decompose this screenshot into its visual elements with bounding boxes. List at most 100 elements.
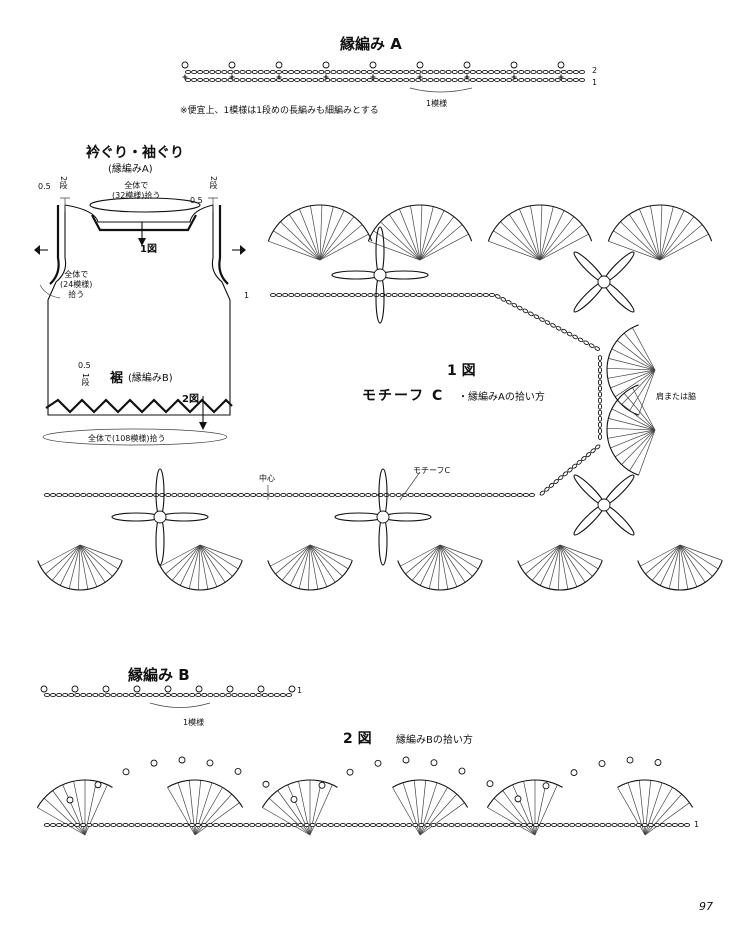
figure1-bottom-fan <box>559 544 599 570</box>
left-rows: 2段 <box>59 176 68 190</box>
figure1-top-fan <box>487 204 593 242</box>
figure2-row1 <box>653 822 660 828</box>
edging-a-row1-chain <box>433 77 440 83</box>
right-measure: 0.5 <box>190 196 203 205</box>
figure1-bottom-fan <box>679 544 689 590</box>
edging-a-row1-chain <box>536 77 543 83</box>
figure1-bottom-fan <box>199 544 233 577</box>
figure1-bottom-fan <box>198 544 201 590</box>
figure1-bottom-row1 <box>201 492 208 498</box>
figure1-diagonal-upper <box>577 337 584 343</box>
figure1-top-fan <box>419 210 445 261</box>
figure1-bottom-fan <box>199 544 226 583</box>
figure2-fan <box>194 802 240 836</box>
figure2-fan <box>644 782 663 836</box>
figure2-row1 <box>623 822 630 828</box>
figure2-row1 <box>442 822 449 828</box>
edging-a-row2-chain <box>306 69 313 75</box>
figure2-fan <box>644 793 683 836</box>
motif-c <box>373 268 387 282</box>
figure2-row1 <box>92 822 99 828</box>
figure1-diagonal-lower <box>590 448 596 454</box>
figure1-top-row1 <box>416 292 422 298</box>
figure1-top-row1 <box>330 292 337 298</box>
figure1-diagonal-lower <box>548 482 555 488</box>
figure2-fan <box>167 787 196 836</box>
edging-a-row2-chain <box>354 69 361 75</box>
figure1-diagonal-upper <box>500 297 507 302</box>
figure1-side-vertical <box>597 433 603 440</box>
edging-a-row2-chain <box>282 69 288 75</box>
edging-b-chain <box>225 692 232 698</box>
figure1-bottom-fan <box>559 544 586 583</box>
figure1-bottom-fan <box>157 560 243 591</box>
figure1-top-fan <box>319 210 345 261</box>
edging-a-row2-chain <box>421 69 428 75</box>
figure2-row1 <box>74 822 81 828</box>
figure2-row1 <box>231 822 238 828</box>
figure2-row1 <box>152 822 159 828</box>
figure1-bottom-fan <box>79 544 98 587</box>
figure1-bottom-fan <box>282 544 311 581</box>
figure1-side-fan <box>621 369 656 405</box>
figure1-bottom-row1 <box>528 492 535 498</box>
hem-rows: 1段 <box>81 373 90 387</box>
figure1-bottom-fan <box>79 544 119 570</box>
edging-a-row1-chain <box>530 77 537 83</box>
figure1-bottom-fan <box>270 544 311 567</box>
figure2-fan <box>43 797 86 836</box>
edging-b-chain <box>68 692 75 698</box>
figure1-top-fan <box>539 233 589 261</box>
figure1-top-fan <box>388 214 421 261</box>
figure1-bottom-row1 <box>498 492 505 498</box>
edging-a-row1-chain <box>263 77 270 83</box>
figure2-row1 <box>309 822 316 828</box>
figure2-fan <box>268 797 311 836</box>
figure2-row1 <box>357 822 364 828</box>
edging-b-chain <box>177 692 184 698</box>
edging-b-chain <box>50 692 57 698</box>
figure1-side-fan <box>610 369 656 389</box>
figure1-top-fan <box>659 224 703 261</box>
figure1-bottom-fan <box>679 544 698 587</box>
motif-c <box>597 498 611 512</box>
figure1-bottom-row1 <box>74 492 81 498</box>
edging-a-row2-chain <box>300 69 307 75</box>
figure2-row1 <box>291 822 298 828</box>
figure2-picot <box>486 780 494 788</box>
figure1-bottom-row1 <box>365 492 372 498</box>
edging-a-row1-chain <box>548 77 555 83</box>
figure1-bottom-row1 <box>462 492 469 498</box>
figure1-top-fan <box>288 214 321 261</box>
figure1-bottom-fan <box>419 544 441 586</box>
figure1-bottom-fan <box>525 544 561 575</box>
figure1-side-vertical <box>597 367 603 374</box>
figure1-diagonal-lower <box>562 471 569 477</box>
edging-a-row1-chain <box>221 77 228 83</box>
edging-b-chain <box>243 692 250 698</box>
figure1-bottom-fan <box>517 560 603 591</box>
figure1-bottom-row1 <box>341 492 348 498</box>
figure1-bottom-row1 <box>165 492 172 498</box>
figure1-top-fan <box>310 205 321 261</box>
edging-a-row1-chain <box>215 77 222 83</box>
figure1-bottom-row1 <box>116 492 123 498</box>
figure1-side-fan <box>632 327 656 371</box>
neck-pickup-label: 全体で (32模様)拾う <box>112 181 161 200</box>
figure2-row1 <box>575 822 582 828</box>
figure1-side-vertical <box>597 397 603 404</box>
figure2-picot <box>150 759 158 767</box>
figure2-fan <box>261 779 338 808</box>
edging-a-row2-chain <box>512 69 519 75</box>
figure2-row1 <box>424 822 431 828</box>
figure1-top-fan <box>539 206 554 261</box>
edging-a-row2-chain <box>366 69 373 75</box>
edging-a-row2-chain <box>536 69 543 75</box>
figure1-bottom-row1 <box>510 492 517 498</box>
figure1-top-row1 <box>422 292 429 298</box>
edging-a-row2-chain <box>469 69 476 75</box>
figure1-bottom-row1 <box>262 492 269 498</box>
figure2-row1 <box>454 822 461 828</box>
figure2-fan <box>194 793 233 836</box>
figure2-row1 <box>671 822 678 828</box>
